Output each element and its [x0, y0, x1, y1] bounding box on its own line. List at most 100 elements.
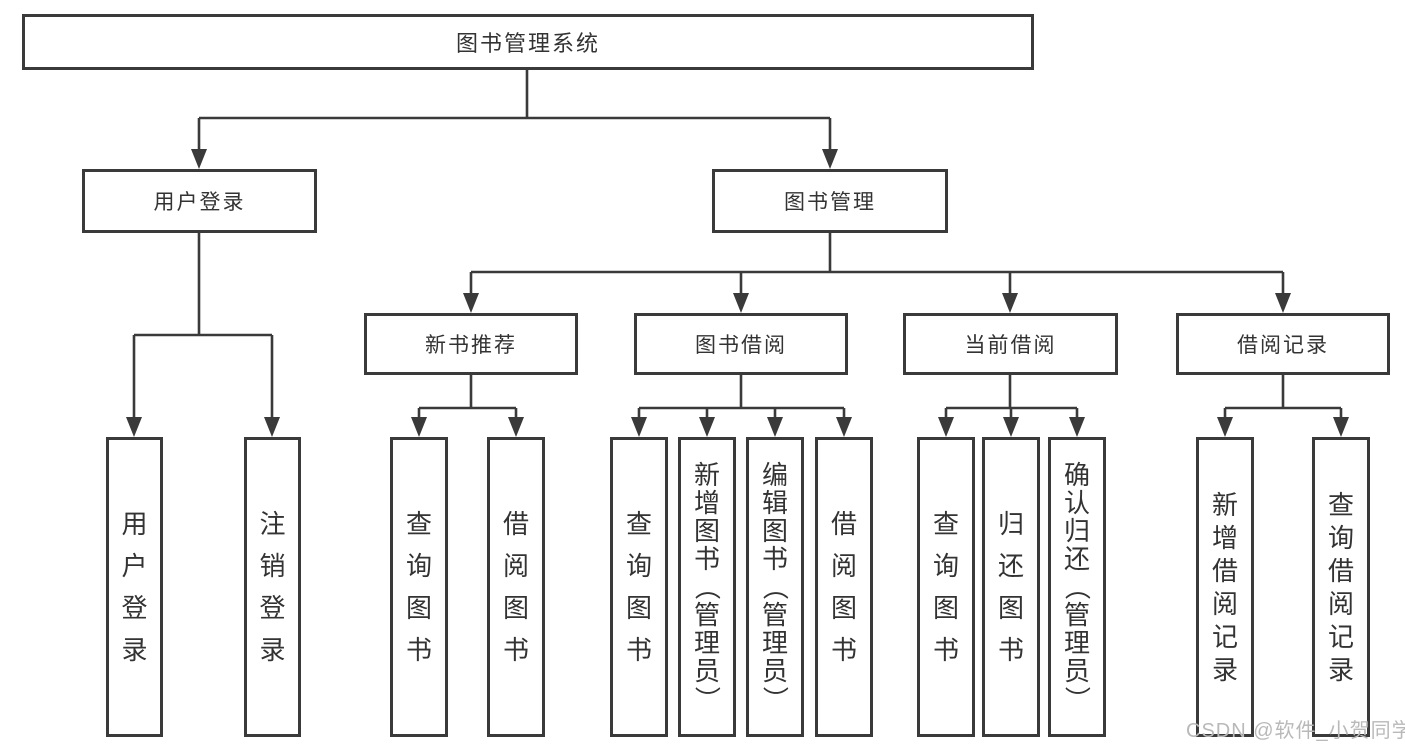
leaf-borrow-books-label: 借阅图书: [818, 440, 870, 734]
vertical-char: 书: [405, 635, 432, 665]
vertical-char: 询: [1327, 522, 1354, 553]
vertical-char: 员: [1063, 656, 1090, 686]
leaf-return-books-label: 归还图书: [985, 440, 1037, 734]
node-root-label: 图书管理系统: [455, 31, 600, 56]
arrowhead-icons: [126, 149, 1349, 437]
vertical-char: 图: [693, 516, 720, 546]
vertical-char: 编: [761, 460, 788, 490]
vertical-char: 登: [121, 593, 148, 623]
vertical-char: 书: [997, 635, 1024, 665]
vertical-char: 借: [830, 509, 857, 539]
vertical-char: 归: [997, 509, 1024, 539]
node-root-library-system: 图书管理系统: [22, 14, 1034, 70]
vertical-char: 询: [405, 551, 432, 581]
vertical-char: 阅: [1211, 588, 1238, 619]
node-user-login-label: 用户登录: [153, 191, 246, 214]
vertical-char: 借: [1327, 555, 1354, 586]
vertical-char: 员: [693, 656, 720, 686]
leaf-edit-books-admin-label: 编辑图书（管理员）: [749, 440, 801, 734]
node-new-book-recommend: 新书推荐: [364, 313, 578, 375]
vertical-char: 录: [1327, 654, 1354, 685]
vertical-char: 书: [761, 544, 788, 574]
vertical-char: 书: [830, 635, 857, 665]
leaf-confirm-return-admin-label: 确认归还（管理员）: [1051, 440, 1103, 734]
leaf-add-borrow-record: 新增借阅记录: [1196, 437, 1254, 737]
leaf-user-login: 用户登录: [106, 437, 163, 737]
vertical-char: 记: [1327, 621, 1354, 652]
vertical-char: 销: [259, 551, 286, 581]
node-current-borrow: 当前借阅: [903, 313, 1118, 375]
vertical-char: 图: [405, 593, 432, 623]
vertical-char: 理: [693, 628, 720, 658]
node-book-management-label: 图书管理: [784, 191, 876, 214]
node-book-management: 图书管理: [712, 169, 948, 233]
vertical-char: 理: [761, 628, 788, 658]
csdn-watermark: CSDN @软件_小贺同学: [1186, 720, 1405, 742]
vertical-char: 询: [932, 551, 959, 581]
vertical-char: ）: [759, 685, 790, 713]
vertical-char: 查: [1327, 489, 1354, 520]
leaf-add-books-admin-label: 新增图书（管理员）: [681, 440, 733, 734]
vertical-char: 图: [502, 593, 529, 623]
vertical-char: 还: [997, 551, 1024, 581]
vertical-char: 录: [1211, 654, 1238, 685]
node-borrow-records-label: 借阅记录: [1237, 334, 1329, 357]
vertical-char: 户: [121, 551, 148, 581]
vertical-char: （: [759, 573, 790, 601]
vertical-char: 书: [625, 635, 652, 665]
vertical-char: 管: [1063, 600, 1090, 630]
vertical-char: 阅: [502, 551, 529, 581]
vertical-char: 借: [1211, 555, 1238, 586]
vertical-char: 增: [1211, 522, 1238, 553]
leaf-add-books-admin: 新增图书（管理员）: [678, 437, 736, 737]
leaf-edit-books-admin: 编辑图书（管理员）: [746, 437, 804, 737]
leaf-query-borrow-record-label: 查询借阅记录: [1315, 440, 1367, 734]
vertical-char: 新: [693, 460, 720, 490]
vertical-char: 录: [121, 635, 148, 665]
leaf-confirm-return-admin: 确认归还（管理员）: [1048, 437, 1106, 737]
vertical-char: 借: [502, 509, 529, 539]
vertical-char: 管: [761, 600, 788, 630]
node-book-borrow: 图书借阅: [634, 313, 848, 375]
vertical-char: 理: [1063, 628, 1090, 658]
vertical-char: 书: [502, 635, 529, 665]
vertical-char: 认: [1063, 488, 1090, 518]
vertical-char: 阅: [830, 551, 857, 581]
vertical-char: 查: [932, 509, 959, 539]
vertical-char: （: [691, 573, 722, 601]
vertical-char: 归: [1063, 516, 1090, 546]
leaf-logout-label: 注销登录: [247, 440, 298, 734]
vertical-char: 录: [259, 635, 286, 665]
vertical-char: 记: [1211, 621, 1238, 652]
vertical-char: ）: [1061, 685, 1092, 713]
vertical-char: ）: [691, 685, 722, 713]
node-book-borrow-label: 图书借阅: [695, 334, 787, 357]
node-borrow-records: 借阅记录: [1176, 313, 1390, 375]
leaf-query-books-borrow-label: 查询图书: [613, 440, 665, 734]
vertical-char: 图: [830, 593, 857, 623]
vertical-char: 书: [693, 544, 720, 574]
vertical-char: 查: [405, 509, 432, 539]
vertical-char: 图: [932, 593, 959, 623]
vertical-char: 图: [625, 593, 652, 623]
vertical-char: 查: [625, 509, 652, 539]
leaf-logout: 注销登录: [244, 437, 301, 737]
leaf-query-books-recommend-label: 查询图书: [393, 440, 445, 734]
leaf-borrow-books: 借阅图书: [815, 437, 873, 737]
leaf-query-books-current: 查询图书: [917, 437, 975, 737]
node-current-borrow-label: 当前借阅: [964, 334, 1057, 357]
vertical-char: 确: [1063, 460, 1090, 490]
vertical-char: 用: [121, 509, 148, 539]
leaf-query-books-current-label: 查询图书: [920, 440, 972, 734]
vertical-char: 新: [1211, 489, 1238, 520]
vertical-char: 阅: [1327, 588, 1354, 619]
leaf-borrow-books-recommend: 借阅图书: [487, 437, 545, 737]
vertical-char: 还: [1063, 544, 1090, 574]
vertical-char: 注: [259, 509, 286, 539]
leaf-return-books: 归还图书: [982, 437, 1040, 737]
vertical-char: 图: [997, 593, 1024, 623]
leaf-user-login-label: 用户登录: [109, 440, 160, 734]
vertical-char: 登: [259, 593, 286, 623]
